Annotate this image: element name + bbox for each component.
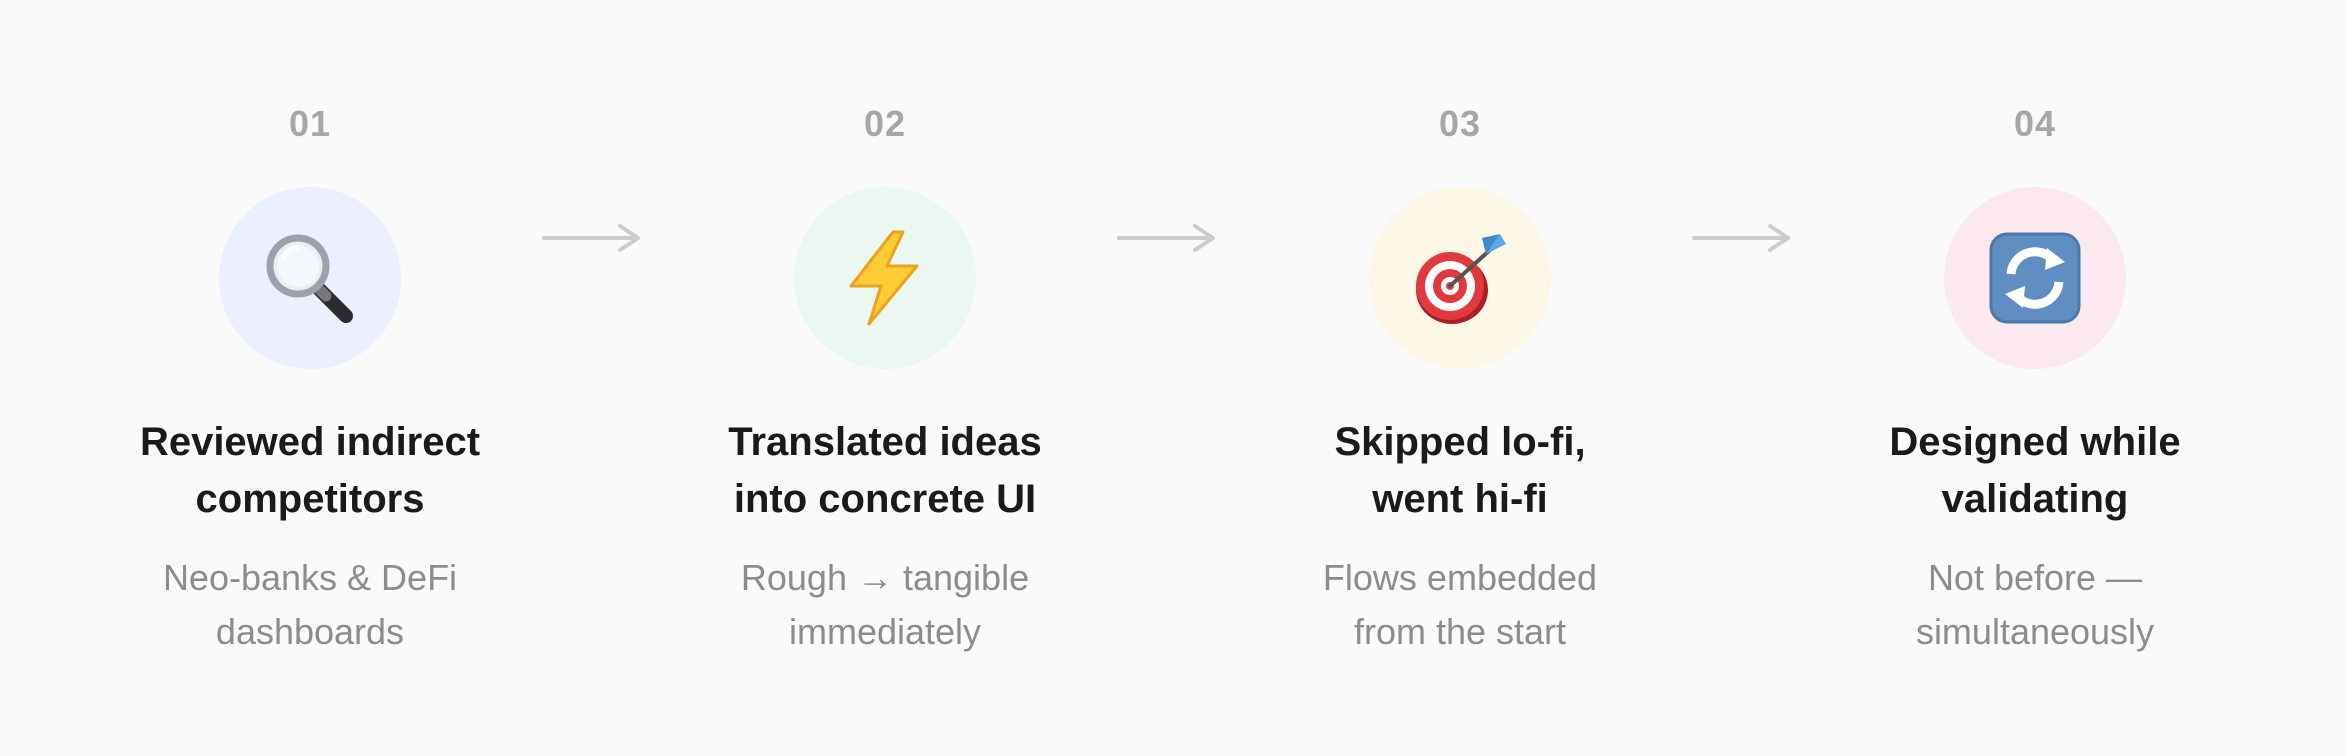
step-description-line: from the start (1353, 611, 1567, 652)
step-description-line: immediately (788, 611, 982, 652)
step-title: Reviewed indirect competitors (100, 414, 520, 528)
step-description: Rough → tangible immediately (675, 551, 1095, 659)
target-icon (1416, 234, 1506, 324)
step-4: 04 Designed while validating Not before … (1825, 100, 2245, 659)
step-icon-circle (1944, 187, 2126, 369)
step-icon-circle (794, 187, 976, 369)
step-title-line: into concrete UI (733, 477, 1037, 521)
step-icon-circle (219, 187, 401, 369)
step-title-line: went hi-fi (1372, 477, 1548, 521)
arrow-right-icon (1117, 224, 1215, 252)
step-description: Not before — simultaneously (1825, 551, 2245, 659)
step-title-line: Reviewed indirect (139, 420, 481, 464)
step-description-line: Rough → tangible (740, 557, 1030, 598)
magnifying-glass-icon (266, 234, 353, 323)
step-3: 03 Skipped lo-fi, went hi-fi Flows embed… (1250, 100, 1670, 659)
step-description: Neo-banks & DeFi dashboards (100, 551, 520, 659)
step-title: Skipped lo-fi, went hi-fi (1250, 414, 1670, 528)
step-title: Translated ideas into concrete UI (675, 414, 1095, 528)
arrow-right-icon (542, 224, 640, 252)
step-number: 02 (863, 103, 907, 144)
step-title: Designed while validating (1825, 414, 2245, 528)
step-number: 04 (2013, 103, 2057, 144)
step-number: 01 (288, 103, 332, 144)
step-icon-circle (1369, 187, 1551, 369)
lightning-icon (849, 230, 919, 326)
step-description: Flows embedded from the start (1250, 551, 1670, 659)
step-1: 01 Reviewed indirect competitors Neo-ban… (100, 100, 520, 659)
step-description-line: simultaneously (1915, 611, 2155, 652)
step-number: 03 (1438, 103, 1482, 144)
step-2: 02 Translated ideas into concrete UI Rou… (675, 100, 1095, 659)
step-title-line: validating (1941, 477, 2129, 521)
step-description-line: Flows embedded (1322, 557, 1598, 598)
step-title-line: Designed while (1889, 420, 2181, 464)
arrow-right-icon (1692, 224, 1790, 252)
step-description-line: dashboards (215, 611, 405, 652)
step-description-line: Not before — (1927, 557, 2143, 598)
step-title-line: competitors (195, 477, 425, 521)
step-description-line: Neo-banks & DeFi (162, 557, 458, 598)
refresh-icon (1989, 232, 2081, 324)
step-title-line: Skipped lo-fi, (1334, 420, 1586, 464)
step-title-line: Translated ideas (728, 420, 1042, 464)
